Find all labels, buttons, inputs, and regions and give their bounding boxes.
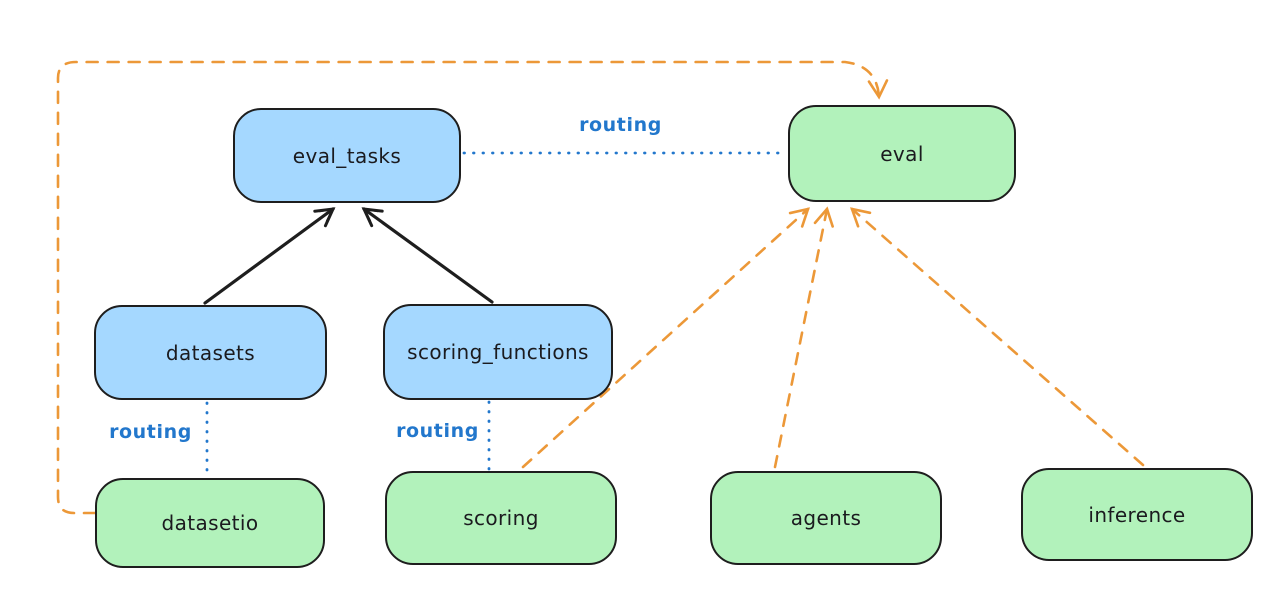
node-datasets-label: datasets [165,340,256,365]
routing-label-eval-tasks-eval: routing [579,114,662,136]
routing-label-datasets-datasetio: routing [109,421,192,443]
node-scoring: scoring [385,471,617,565]
node-datasetio: datasetio [95,478,325,568]
edge-agents-to-eval [773,206,834,469]
node-scoring-label: scoring [463,506,539,530]
node-eval-tasks: eval_tasks [233,108,461,203]
node-datasets: datasets [94,305,327,400]
node-eval-label: eval [880,141,924,166]
node-eval: eval [788,105,1016,202]
edge-datasets-to-eval_tasks [203,207,336,305]
edge-datasetio-to-eval [56,60,889,515]
node-agents-label: agents [790,506,862,530]
node-inference-label: inference [1088,502,1186,527]
node-datasetio-label: datasetio [161,511,259,535]
node-agents: agents [710,471,942,565]
node-inference: inference [1021,468,1253,561]
routing-label-scoring-functions-scoring: routing [396,420,479,442]
node-eval-tasks-label: eval_tasks [292,143,402,168]
node-scoring-functions: scoring_functions [383,304,613,400]
edge-scoring-to-eval [521,207,810,469]
edge-inference-to-eval [850,207,1145,467]
node-scoring-functions-label: scoring_functions [407,340,589,364]
edge-scoring_functions-to-eval_tasks [361,207,494,304]
